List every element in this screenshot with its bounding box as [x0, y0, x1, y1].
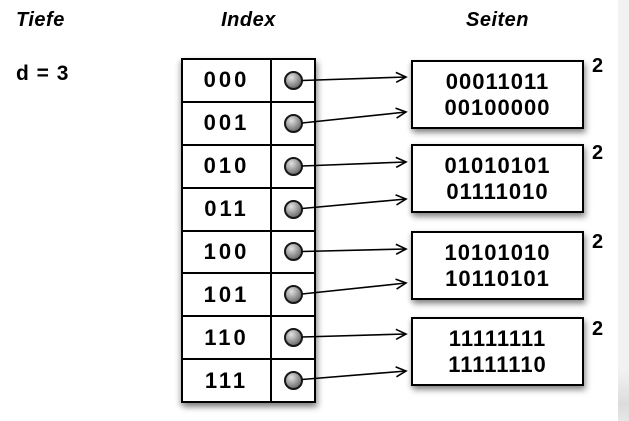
pointer-icon [283, 242, 303, 262]
index-table: 000 001 010 011 100 101 110 111 [181, 58, 316, 403]
index-row-001: 001 [183, 102, 314, 146]
index-row-011: 011 [183, 188, 314, 232]
arrow-100-to-page3 [301, 243, 408, 255]
pointer-cell [270, 274, 314, 316]
pointer-cell [270, 188, 314, 230]
index-row-101: 101 [183, 274, 314, 318]
page-record: 10101010 [444, 239, 551, 265]
arrow-000-to-page1 [301, 71, 408, 84]
arrow-111-to-page4 [301, 366, 408, 381]
index-row-111: 111 [183, 360, 314, 401]
index-row-100: 100 [183, 231, 314, 275]
index-entry-label: 100 [203, 238, 250, 264]
index-entry-label: 111 [204, 367, 249, 393]
page-record: 00011011 [445, 68, 550, 94]
pointer-icon [283, 156, 303, 176]
index-entry-label: 000 [203, 67, 250, 93]
index-entry-label: 010 [203, 153, 250, 179]
arrow-010-to-page2 [301, 156, 408, 169]
pointer-icon [283, 328, 303, 348]
pages-header: Seiten [465, 9, 530, 31]
page-record: 11111110 [448, 351, 547, 377]
pointer-icon [283, 285, 303, 305]
pointer-icon [283, 70, 303, 90]
index-row-000: 000 [183, 60, 314, 103]
page-box-4: 11111111 11111110 [411, 317, 584, 386]
index-row-110: 110 [183, 317, 314, 361]
page-box-3: 10101010 10110101 [411, 231, 584, 300]
local-depth-page3: 2 [592, 231, 604, 253]
index-entry-label: 110 [204, 324, 249, 350]
global-depth-value: d = 3 [16, 62, 70, 85]
page-box-1: 00011011 00100000 [411, 60, 584, 129]
pointer-cell [270, 145, 314, 187]
local-depth-page2: 2 [592, 142, 604, 164]
depth-header: Tiefe [16, 9, 65, 31]
local-depth-page4: 2 [592, 318, 604, 340]
pointer-icon [283, 371, 303, 391]
page-record: 10110101 [445, 265, 550, 291]
page-record: 01010101 [444, 152, 551, 178]
index-entry-label: 001 [203, 110, 250, 136]
page-box-2: 01010101 01111010 [411, 144, 584, 213]
page-edge-strip [618, 0, 629, 421]
index-header: Index [221, 9, 276, 31]
arrow-101-to-page3 [301, 278, 408, 295]
index-entry-label: 011 [204, 196, 249, 222]
pointer-cell [270, 102, 314, 144]
page-record: 00100000 [444, 94, 551, 120]
page-record: 01111010 [446, 178, 549, 204]
pointer-cell [270, 60, 314, 101]
arrow-001-to-page1 [301, 107, 408, 124]
pointer-cell [270, 231, 314, 273]
page-record: 11111111 [448, 325, 547, 351]
arrow-011-to-page2 [301, 194, 408, 210]
pointer-icon [283, 199, 303, 219]
arrow-110-to-page4 [301, 328, 408, 340]
index-entry-label: 101 [203, 281, 250, 307]
pointer-cell [270, 360, 314, 401]
pointer-cell [270, 317, 314, 359]
pointer-icon [283, 113, 303, 133]
local-depth-page1: 2 [592, 55, 604, 77]
index-row-010: 010 [183, 145, 314, 189]
